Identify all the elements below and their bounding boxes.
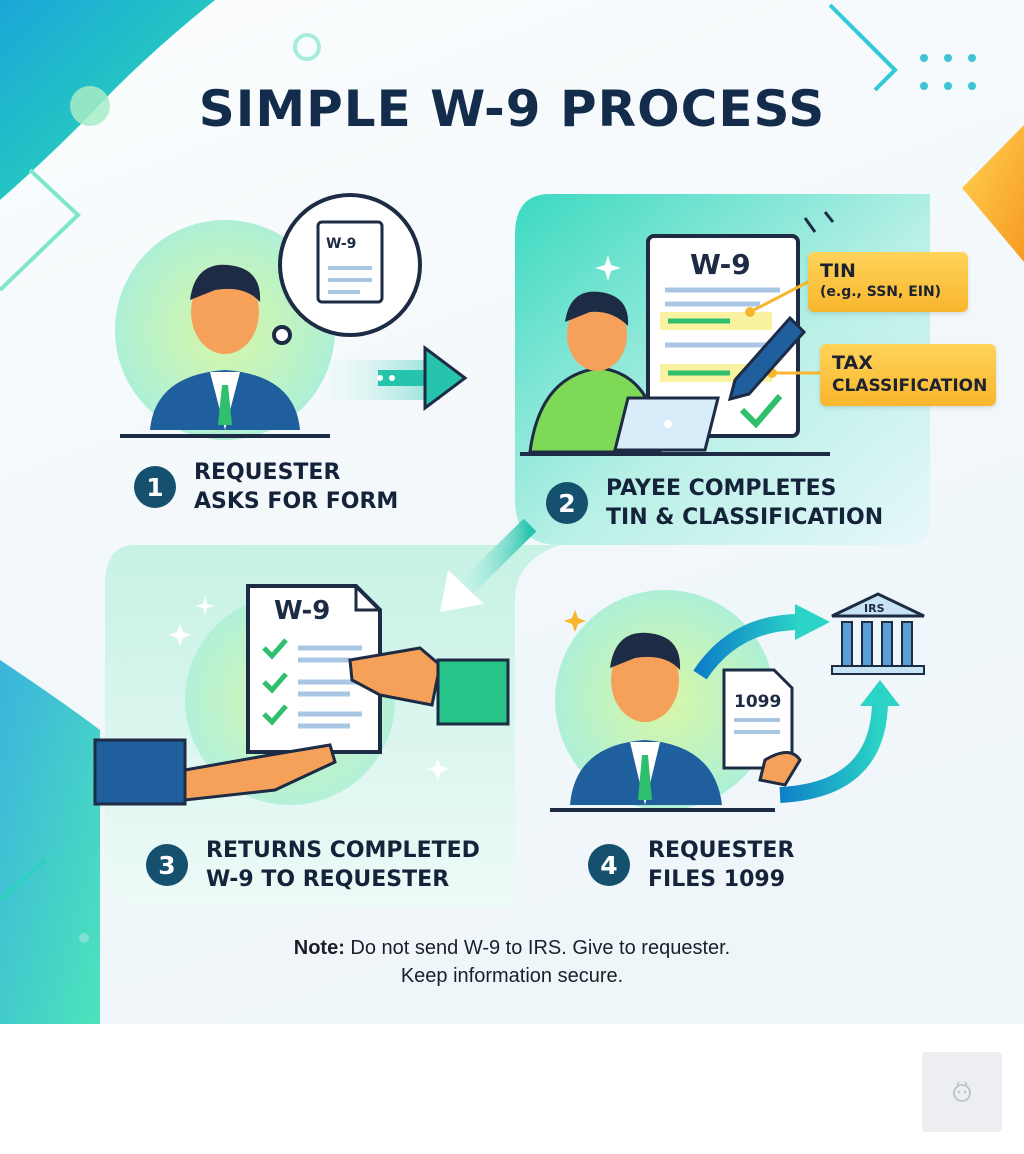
step-2-label: PAYEE COMPLETES TIN & CLASSIFICATION — [606, 474, 883, 532]
requester-person-icon — [150, 264, 300, 430]
step-1: 1 REQUESTER ASKS FOR FORM — [134, 458, 398, 516]
w9-form-step3 — [246, 584, 382, 754]
speech-bubble-icon — [272, 193, 422, 345]
step-3-line-2: W-9 TO REQUESTER — [206, 867, 450, 892]
step-1-line-1: REQUESTER — [194, 460, 341, 485]
step-3-badge: 3 — [146, 844, 188, 886]
step-2: 2 PAYEE COMPLETES TIN & CLASSIFICATION — [546, 474, 883, 532]
step-4: 4 REQUESTER FILES 1099 — [588, 836, 794, 894]
note-line-2: Keep information secure. — [400, 965, 624, 987]
step-2-badge: 2 — [546, 482, 588, 524]
step-4-label: REQUESTER FILES 1099 — [648, 836, 794, 894]
arrow-right-icon — [377, 345, 468, 411]
page-title: SIMPLE W-9 PROCESS — [198, 80, 826, 138]
step-4-badge: 4 — [588, 844, 630, 886]
step-3-label: RETURNS COMPLETED W-9 TO REQUESTER — [206, 836, 480, 894]
step-3-line-1: RETURNS COMPLETED — [206, 838, 480, 863]
requester-filing-person-icon — [570, 632, 722, 805]
form-1099-icon — [722, 668, 802, 787]
hand-icon — [93, 646, 510, 806]
step2-form-label: W-9 — [690, 248, 751, 281]
sparkle-icon — [564, 610, 586, 632]
step-2-line-2: TIN & CLASSIFICATION — [606, 505, 884, 530]
w9-form-step2 — [646, 234, 800, 438]
arrow-down-left-icon — [440, 518, 537, 612]
step-4-line-1: REQUESTER — [648, 838, 795, 863]
w9-process-infographic: W-9 W-9 W-9 1099 IRS SIMPLE W-9 PROCESS … — [0, 0, 1024, 1024]
form-1099-label: 1099 — [734, 692, 782, 712]
bubble-form-label: W-9 — [326, 236, 357, 252]
step-1-badge: 1 — [134, 466, 176, 508]
irs-label: IRS — [864, 602, 885, 615]
tin-callout: TIN (e.g., SSN, EIN) — [808, 252, 968, 312]
step3-form-label: W-9 — [274, 596, 331, 626]
pen-icon — [727, 315, 807, 402]
irs-building-icon — [831, 592, 925, 675]
laptop-icon — [613, 396, 720, 452]
step-1-label: REQUESTER ASKS FOR FORM — [194, 458, 398, 516]
step-3: 3 RETURNS COMPLETED W-9 TO REQUESTER — [146, 836, 480, 894]
note-label: Note: — [293, 937, 345, 959]
note-line-1: Note: Do not send W-9 to IRS. Give to re… — [0, 934, 1024, 962]
tin-callout-title: TIN — [820, 260, 856, 282]
step-4-line-2: FILES 1099 — [648, 867, 785, 892]
tax-callout-line1: TAX — [832, 352, 873, 374]
security-note: Note: Do not send W-9 to IRS. Give to re… — [0, 934, 1024, 990]
tax-classification-callout: TAX CLASSIFICATION — [820, 344, 996, 406]
tax-callout-line2: CLASSIFICATION — [832, 376, 988, 396]
step-1-line-2: ASKS FOR FORM — [194, 489, 399, 514]
watermark-icon — [953, 1081, 971, 1102]
watermark-logo — [922, 1052, 1002, 1132]
tin-callout-subtitle: (e.g., SSN, EIN) — [820, 284, 942, 300]
step-2-line-1: PAYEE COMPLETES — [606, 476, 837, 501]
note-text-1: Do not send W-9 to IRS. Give to requeste… — [344, 937, 731, 959]
